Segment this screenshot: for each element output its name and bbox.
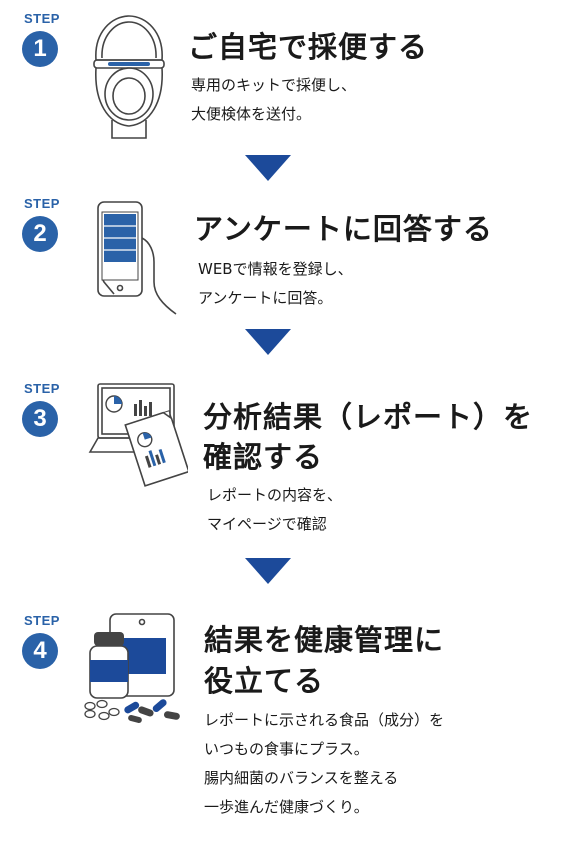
step-title: アンケートに回答する <box>194 212 493 246</box>
step-title: 分析結果（レポート）を <box>203 400 534 434</box>
step-description: WEBで情報を登録し、 <box>198 260 353 278</box>
toilet-icon <box>93 15 165 139</box>
step-description: 大便検体を送付。 <box>191 105 312 123</box>
step-number-badge: 2 <box>22 216 58 252</box>
down-arrow-icon <box>245 558 291 584</box>
down-arrow-icon <box>245 155 291 181</box>
step-description: 腸内細菌のバランスを整える <box>204 769 399 787</box>
step-description: レポートの内容を、 <box>207 486 343 504</box>
step-number-badge: 4 <box>22 633 58 669</box>
step-description: 一歩進んだ健康づくり。 <box>204 798 369 816</box>
step-title: 確認する <box>203 440 324 474</box>
step-number-badge: 1 <box>22 31 58 67</box>
step-label: STEP <box>24 11 60 26</box>
step-description: レポートに示される食品（成分）を <box>204 711 445 729</box>
step-title: 結果を健康管理に <box>204 623 445 657</box>
down-arrow-icon <box>245 329 291 355</box>
step-title: 役立てる <box>204 664 325 698</box>
laptop-report-icon <box>88 383 188 487</box>
step-title: ご自宅で採便する <box>188 30 429 64</box>
step-label: STEP <box>24 381 60 396</box>
step-number-badge: 3 <box>22 401 58 437</box>
step-description: いつもの食事にプラス。 <box>204 740 369 758</box>
step-description: 専用のキットで採便し、 <box>191 76 357 94</box>
smartphone-hand-icon <box>97 201 177 315</box>
step-label: STEP <box>24 196 60 211</box>
step-description: マイページで確認 <box>207 515 327 533</box>
supplements-icon <box>84 613 180 724</box>
step-description: アンケートに回答。 <box>198 289 333 307</box>
step-label: STEP <box>24 613 60 628</box>
